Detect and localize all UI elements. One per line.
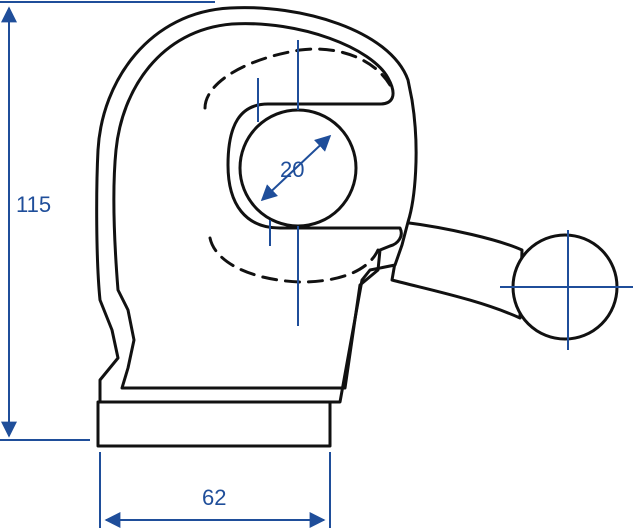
handle-arm-body (390, 220, 524, 320)
clamp-body-inner (112, 22, 403, 390)
width-dimension-label: 62 (202, 485, 226, 510)
handle-arm (390, 220, 619, 341)
base-plate (96, 400, 332, 448)
clamp-body-outer (95, 6, 418, 404)
hidden-line-lower (208, 236, 380, 284)
bore-diameter-arrow (260, 134, 332, 202)
height-dimension-label: 115 (16, 192, 51, 217)
hidden-line-upper (203, 47, 392, 110)
bore-diameter-label: 20 (280, 157, 304, 182)
